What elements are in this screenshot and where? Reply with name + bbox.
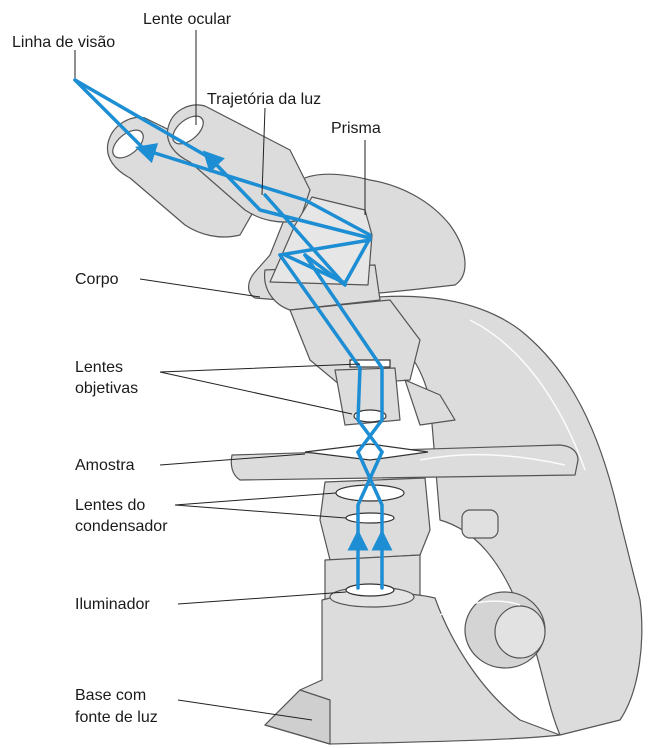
label-lentes-objetivas-line1: Lentes bbox=[75, 359, 123, 376]
label-trajetoria-da-luz: Trajetória da luz bbox=[207, 91, 321, 108]
label-lente-ocular: Lente ocular bbox=[143, 11, 232, 28]
illuminator-lamp bbox=[346, 584, 394, 596]
label-lentes-objetivas-line2: objetivas bbox=[75, 380, 138, 397]
label-linha-de-visao: Linha de visão bbox=[12, 34, 115, 51]
label-lentes-condensador-line1: Lentes do bbox=[75, 497, 145, 514]
label-base-line2: fonte de luz bbox=[75, 709, 158, 726]
microscope-body bbox=[107, 105, 641, 744]
label-base-line1: Base com bbox=[75, 687, 146, 704]
label-iluminador: Iluminador bbox=[75, 596, 150, 613]
leader-iluminador bbox=[178, 592, 346, 604]
label-amostra: Amostra bbox=[75, 457, 135, 474]
leader-corpo bbox=[140, 279, 260, 297]
coarse-focus-knob bbox=[462, 510, 498, 538]
condenser-lens-top bbox=[336, 485, 404, 501]
label-lentes-condensador-line2: condensador bbox=[75, 518, 168, 535]
base-front bbox=[265, 690, 330, 744]
label-prisma: Prisma bbox=[331, 120, 381, 137]
condenser-lens-bottom bbox=[346, 513, 394, 523]
fine-focus-knob-inner bbox=[495, 606, 545, 658]
label-corpo: Corpo bbox=[75, 271, 119, 288]
